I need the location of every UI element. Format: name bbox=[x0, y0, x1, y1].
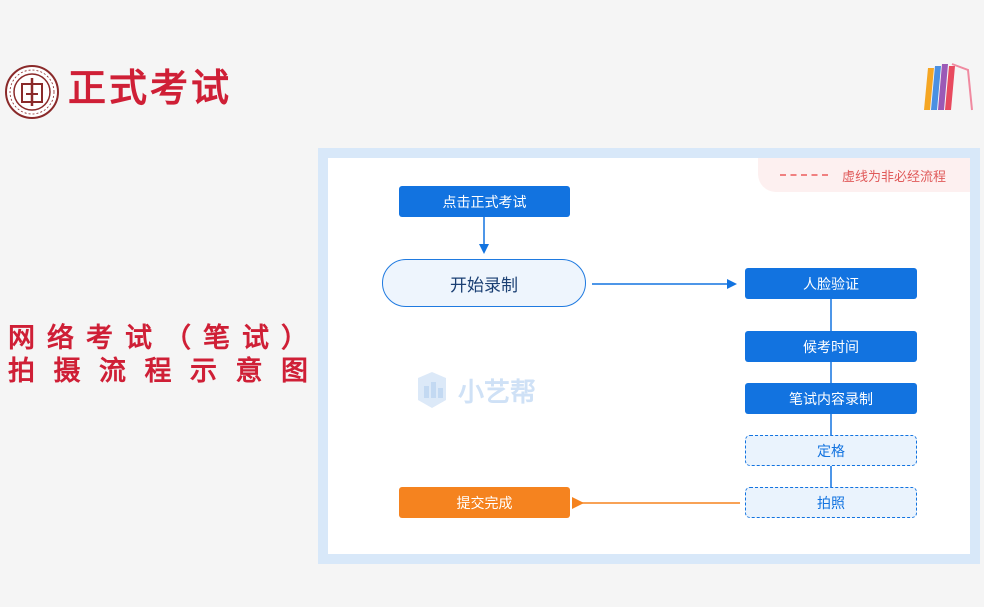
side-title-char: ） bbox=[281, 323, 308, 354]
flow-step-take-photo: 拍照 bbox=[745, 487, 917, 518]
side-title-char: 程 bbox=[144, 356, 172, 387]
flow-step-label: 拍照 bbox=[817, 495, 845, 512]
seal-icon bbox=[5, 65, 59, 119]
legend-text: 虚线为非必经流程 bbox=[842, 169, 947, 185]
brand-books-icon bbox=[924, 63, 973, 111]
side-title-char: 拍 bbox=[8, 356, 35, 387]
side-title-char: 试 bbox=[242, 323, 269, 354]
side-title-char: 示 bbox=[190, 356, 217, 387]
side-title: 网 络 考 试 （ 笔 试 ） 拍 摄 流 程 示 意 图 bbox=[8, 322, 308, 388]
watermark-logo-icon bbox=[418, 372, 446, 408]
flow-step-submit-complete: 提交完成 bbox=[399, 487, 570, 518]
flow-step-face-verification: 人脸验证 bbox=[745, 268, 917, 299]
side-title-char: 络 bbox=[47, 323, 74, 354]
side-title-char: 图 bbox=[281, 356, 308, 387]
side-title-char: 摄 bbox=[53, 356, 81, 387]
side-title-char: 网 bbox=[8, 323, 35, 354]
flow-step-start-exam: 点击正式考试 bbox=[399, 186, 570, 217]
side-title-line-1: 网 络 考 试 （ 笔 试 ） bbox=[8, 322, 308, 355]
flow-step-label: 定格 bbox=[817, 443, 845, 460]
flow-step-label: 开始录制 bbox=[450, 275, 518, 296]
watermark-text: 小艺帮 bbox=[458, 377, 537, 408]
flow-step-freeze-frame: 定格 bbox=[745, 435, 917, 466]
side-title-char: 流 bbox=[99, 356, 126, 387]
flow-step-label: 提交完成 bbox=[456, 495, 513, 512]
side-title-line-2: 拍 摄 流 程 示 意 图 bbox=[8, 355, 308, 388]
side-title-char: 考 bbox=[86, 323, 113, 354]
flow-step-label: 人脸验证 bbox=[803, 276, 859, 293]
side-title-char: （ bbox=[164, 323, 191, 354]
flow-step-label: 笔试内容录制 bbox=[789, 391, 873, 408]
side-title-char: 意 bbox=[235, 356, 263, 387]
flow-step-content-recording: 笔试内容录制 bbox=[745, 383, 917, 414]
page-title: 正式考试 bbox=[68, 66, 233, 110]
flow-step-start-recording: 开始录制 bbox=[382, 259, 586, 307]
legend-dash-line bbox=[780, 174, 828, 176]
school-seal-logo bbox=[4, 64, 60, 120]
flow-step-label: 候考时间 bbox=[803, 339, 859, 356]
flow-step-label: 点击正式考试 bbox=[442, 194, 527, 211]
legend: 虚线为非必经流程 bbox=[758, 158, 970, 192]
side-title-char: 试 bbox=[125, 323, 152, 354]
watermark: 小艺帮 bbox=[414, 370, 536, 410]
flow-step-waiting-time: 候考时间 bbox=[745, 331, 917, 362]
side-title-char: 笔 bbox=[203, 323, 230, 354]
